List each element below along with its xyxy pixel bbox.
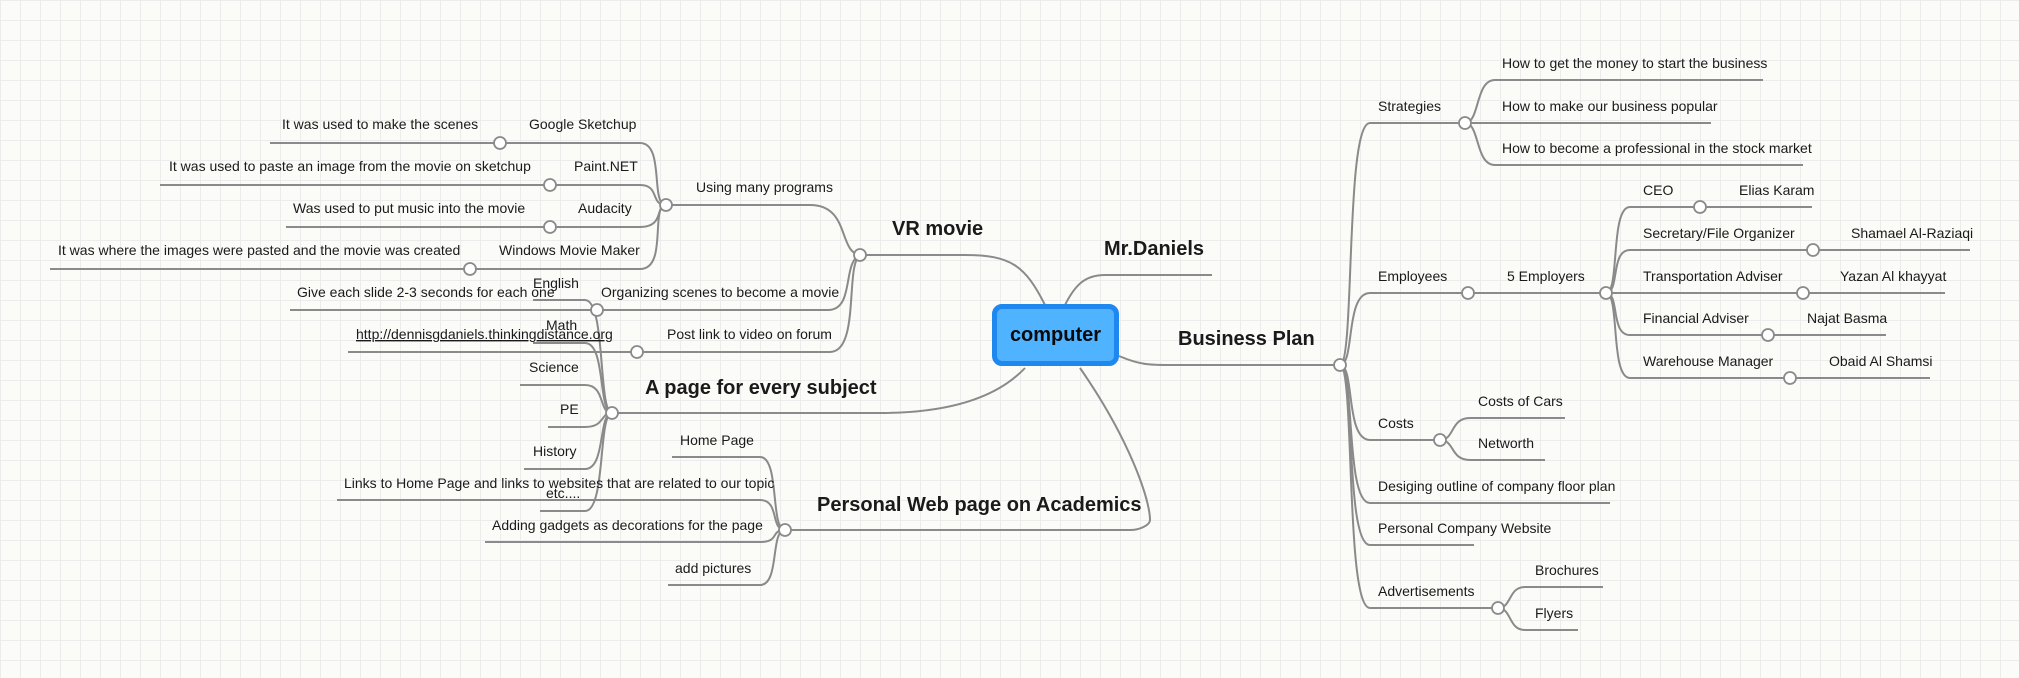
node-organizing-scenes[interactable]: Organizing scenes to become a movie <box>601 284 839 300</box>
edge-biz-website <box>1339 364 1474 546</box>
node-costs-of-cars[interactable]: Costs of Cars <box>1478 393 1563 409</box>
topic-page-every-subject[interactable]: A page for every subject <box>645 377 877 399</box>
topic-mr-daniels[interactable]: Mr.Daniels <box>1104 238 1204 260</box>
collapse-toggle-wmm[interactable] <box>463 262 477 276</box>
collapse-toggle-business[interactable] <box>1333 358 1347 372</box>
node-subject-history[interactable]: History <box>533 443 577 459</box>
node-google-sketchup-note[interactable]: It was used to make the scenes <box>282 116 478 132</box>
edge-central-personalweb <box>785 367 1152 531</box>
node-windows-movie-maker-note[interactable]: It was where the images were pasted and … <box>58 242 460 258</box>
edge-web-pictures <box>668 529 786 586</box>
node-strategies[interactable]: Strategies <box>1378 98 1441 114</box>
node-home-page[interactable]: Home Page <box>680 432 754 448</box>
node-name-shamael[interactable]: Shamael Al-Raziaqi <box>1851 225 1973 241</box>
node-gadgets[interactable]: Adding gadgets as decorations for the pa… <box>492 517 763 533</box>
node-post-link[interactable]: Post link to video on forum <box>667 326 832 342</box>
node-strategy-popular[interactable]: How to make our business popular <box>1502 98 1718 114</box>
node-paint-net-note[interactable]: It was used to paste an image from the m… <box>169 158 531 174</box>
node-role-warehouse[interactable]: Warehouse Manager <box>1643 353 1774 369</box>
node-role-secretary[interactable]: Secretary/File Organizer <box>1643 225 1795 241</box>
collapse-toggle-audacity[interactable] <box>543 220 557 234</box>
collapse-toggle-ceo[interactable] <box>1693 200 1707 214</box>
edge-biz-employees <box>1339 292 1468 366</box>
node-strategy-money[interactable]: How to get the money to start the busine… <box>1502 55 1767 71</box>
topic-personal-web-page[interactable]: Personal Web page on Academics <box>817 494 1142 516</box>
node-google-sketchup[interactable]: Google Sketchup <box>529 116 637 132</box>
node-audacity-note[interactable]: Was used to put music into the movie <box>293 200 525 216</box>
node-brochures[interactable]: Brochures <box>1535 562 1599 578</box>
node-name-yazan[interactable]: Yazan Al khayyat <box>1840 268 1946 284</box>
node-audacity[interactable]: Audacity <box>578 200 632 216</box>
central-topic-label: computer <box>1009 323 1102 346</box>
node-subject-etc[interactable]: etc.... <box>546 485 580 501</box>
node-using-programs[interactable]: Using many programs <box>696 179 833 195</box>
node-floor-plan[interactable]: Desiging outline of company floor plan <box>1378 478 1615 494</box>
collapse-toggle-google-sketchup[interactable] <box>493 136 507 150</box>
topic-business-plan[interactable]: Business Plan <box>1178 328 1315 350</box>
node-employees[interactable]: Employees <box>1378 268 1447 284</box>
node-5-employers[interactable]: 5 Employers <box>1507 268 1585 284</box>
central-topic-computer[interactable]: computer <box>992 304 1119 366</box>
edge-central-mrdaniels <box>1064 274 1212 306</box>
node-post-link-url[interactable]: http://dennisgdaniels.thinkingdistance.o… <box>356 326 613 342</box>
collapse-toggle-advertisements[interactable] <box>1491 601 1505 615</box>
node-name-obaid[interactable]: Obaid Al Shamsi <box>1829 353 1933 369</box>
collapse-toggle-employees[interactable] <box>1461 286 1475 300</box>
node-subject-science[interactable]: Science <box>529 359 579 375</box>
topic-vr-movie[interactable]: VR movie <box>892 218 983 240</box>
edge-vr-organizing <box>597 254 861 311</box>
collapse-toggle-financial[interactable] <box>1761 328 1775 342</box>
collapse-toggle-costs[interactable] <box>1433 433 1447 447</box>
edge-vr-postlink <box>637 254 861 353</box>
node-networth[interactable]: Networth <box>1478 435 1534 451</box>
node-windows-movie-maker[interactable]: Windows Movie Maker <box>499 242 640 258</box>
collapse-toggle-transport[interactable] <box>1796 286 1810 300</box>
edge-subj-english <box>533 299 613 414</box>
node-strategy-stock[interactable]: How to become a professional in the stoc… <box>1502 140 1812 156</box>
node-subject-pe[interactable]: PE <box>560 401 579 417</box>
node-add-pictures[interactable]: add pictures <box>675 560 751 576</box>
node-role-financial[interactable]: Financial Adviser <box>1643 310 1749 326</box>
node-costs[interactable]: Costs <box>1378 415 1414 431</box>
node-advertisements[interactable]: Advertisements <box>1378 583 1474 599</box>
edge-central-business <box>1118 355 1340 366</box>
collapse-toggle-paint-net[interactable] <box>543 178 557 192</box>
collapse-toggle-secretary[interactable] <box>1806 243 1820 257</box>
collapse-toggle-personal-web[interactable] <box>778 523 792 537</box>
node-company-website[interactable]: Personal Company Website <box>1378 520 1551 536</box>
edge-biz-strategies <box>1339 122 1465 366</box>
node-flyers[interactable]: Flyers <box>1535 605 1573 621</box>
node-organizing-note[interactable]: Give each slide 2-3 seconds for each one <box>297 284 555 300</box>
node-role-transport[interactable]: Transportation Adviser <box>1643 268 1783 284</box>
collapse-toggle-organizing[interactable] <box>590 303 604 317</box>
node-paint-net[interactable]: Paint.NET <box>574 158 638 174</box>
collapse-toggle-page-subject[interactable] <box>605 406 619 420</box>
collapse-toggle-strategies[interactable] <box>1458 116 1472 130</box>
node-subject-english[interactable]: English <box>533 275 579 291</box>
edge-vr-using <box>666 204 861 256</box>
node-name-najat[interactable]: Najat Basma <box>1807 310 1887 326</box>
edge-subj-history <box>524 412 613 470</box>
collapse-toggle-warehouse[interactable] <box>1783 371 1797 385</box>
collapse-toggle-employers[interactable] <box>1599 286 1613 300</box>
edge-subj-pe <box>548 412 613 428</box>
collapse-toggle-post-link[interactable] <box>630 345 644 359</box>
collapse-toggle-using-programs[interactable] <box>659 198 673 212</box>
collapse-toggle-vr-movie[interactable] <box>853 248 867 262</box>
node-subject-math[interactable]: Math <box>546 317 577 333</box>
node-role-ceo[interactable]: CEO <box>1643 182 1673 198</box>
edge-central-vrmovie <box>860 254 1046 306</box>
edge-central-pagesubject <box>612 367 1026 414</box>
edge-using-google <box>500 142 667 206</box>
node-links[interactable]: Links to Home Page and links to websites… <box>344 475 774 491</box>
edge-biz-ads <box>1339 364 1498 609</box>
node-name-elias[interactable]: Elias Karam <box>1739 182 1814 198</box>
